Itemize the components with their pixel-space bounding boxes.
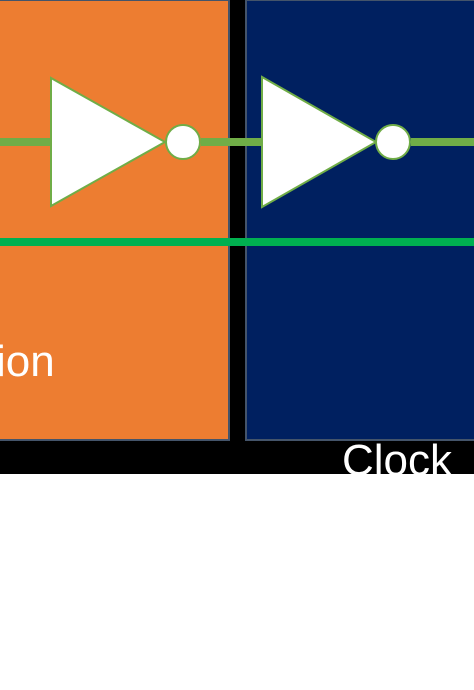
clock-domain-b-label-line-1: Clock <box>342 436 453 485</box>
clock-domain-b-panel <box>245 0 474 441</box>
inverter-2-bubble <box>375 124 411 160</box>
inverter-1-bubble <box>165 124 201 160</box>
clock-domain-a-label: ion <box>0 337 55 386</box>
inverter-gate-2 <box>261 75 411 209</box>
clock-domain-b-label: Clock B <box>342 333 452 690</box>
diagram-root: { "colors": { "background": "#000000", "… <box>0 0 474 474</box>
clock-domain-a-panel <box>0 0 230 441</box>
inverter-gate-1 <box>50 76 201 208</box>
clock-domain-b-label-line-2: B <box>342 589 372 638</box>
inverter-2-triangle <box>261 75 379 209</box>
inverter-1-triangle <box>50 76 168 208</box>
clock-domain-diagram <box>0 0 474 474</box>
